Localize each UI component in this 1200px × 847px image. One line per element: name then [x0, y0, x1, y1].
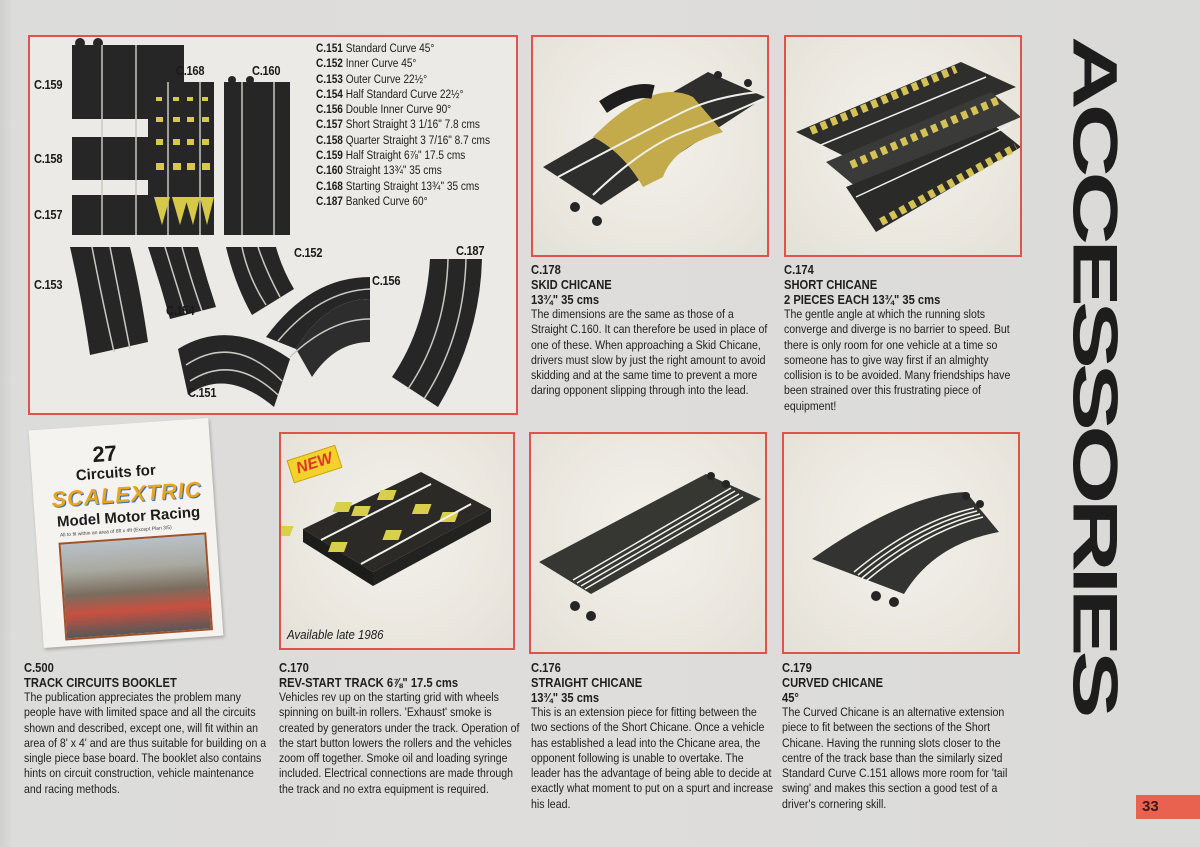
page-number: 33 [1136, 795, 1200, 819]
parts-list-item: C.153 Outer Curve 22½° [316, 71, 428, 86]
product-code: C.178 [531, 262, 561, 277]
rev-start-track-illustration [281, 472, 491, 586]
parts-list: C.151 Standard Curve 45° C.152 Inner Cur… [316, 41, 516, 209]
label-c160: C.160 [252, 63, 281, 78]
product-description: The Curved Chicane is an alternative ext… [782, 705, 1008, 811]
parts-list-item: C.156 Double Inner Curve 90° [316, 102, 452, 117]
label-c152: C.152 [294, 245, 323, 260]
product-code: C.179 [782, 660, 812, 675]
parts-list-item: C.151 Standard Curve 45° [316, 41, 435, 55]
product-code: C.170 [279, 660, 309, 675]
track-circuits-booklet-cover: 27 Circuits for SCALEXTRIC Model Motor R… [28, 417, 224, 649]
product-size: 2 PIECES EACH 13¾" 35 cms [784, 292, 941, 307]
product-description: The publication appreciates the problem … [24, 690, 267, 796]
product-size: 45° [782, 690, 799, 705]
rev-start-track-photo: NEW Available late 1986 [279, 432, 515, 650]
parts-list-item: C.154 Half Standard Curve 22½° [316, 86, 464, 101]
product-c179: C.179 CURVED CHICANE 45° The Curved Chic… [782, 660, 1026, 812]
label-c168: C.168 [176, 63, 205, 78]
parts-list-item: C.168 Starting Straight 13¾" 35 cms [316, 178, 480, 193]
straight-chicane-photo [529, 432, 767, 654]
parts-list-item: C.158 Quarter Straight 3 7/16" 8.7 cms [316, 132, 490, 147]
label-c187: C.187 [456, 243, 485, 258]
parts-list-item: C.187 Banked Curve 60° [316, 193, 428, 208]
section-title-text: ACCESSORIES [1059, 36, 1131, 713]
curved-chicane-photo [782, 432, 1020, 654]
track-pieces-illustration [70, 38, 482, 407]
label-c158: C.158 [34, 151, 63, 166]
straight-chicane-illustration [539, 472, 761, 621]
product-code: C.174 [784, 262, 814, 277]
skid-chicane-photo [531, 35, 769, 257]
skid-chicane-illustration [543, 71, 765, 226]
parts-list-item: C.157 Short Straight 3 1/16" 7.8 cms [316, 117, 480, 132]
product-title: REV-START TRACK 6⅞" 17.5 cms [279, 675, 459, 690]
product-title: STRAIGHT CHICANE [531, 675, 643, 690]
product-code: C.176 [531, 660, 561, 675]
product-code: C.500 [24, 660, 54, 675]
short-chicane-photo [784, 35, 1022, 257]
product-size: 13¾" 35 cms [531, 690, 600, 705]
parts-list-item: C.152 Inner Curve 45° [316, 56, 417, 71]
product-c178: C.178 SKID CHICANE 13¾" 35 cms The dimen… [531, 262, 773, 399]
label-c156: C.156 [372, 273, 401, 288]
product-c500: C.500 TRACK CIRCUITS BOOKLET The publica… [24, 660, 270, 797]
product-title: CURVED CHICANE [782, 675, 884, 690]
short-chicane-illustration [796, 62, 1020, 232]
product-size: 13¾" 35 cms [531, 292, 600, 307]
product-description: This is an extension piece for fitting b… [531, 705, 774, 811]
product-description: Vehicles rev up on the starting grid wit… [279, 690, 520, 796]
product-c176: C.176 STRAIGHT CHICANE 13¾" 35 cms This … [531, 660, 775, 812]
label-c154: C.154 [166, 303, 195, 318]
track-pieces-diagram: C.159 C.158 C.157 C.168 C.160 C.153 C.15… [28, 35, 518, 415]
product-title: SKID CHICANE [531, 277, 612, 292]
product-title: SHORT CHICANE [784, 277, 878, 292]
label-c153: C.153 [34, 277, 63, 292]
label-c159: C.159 [34, 77, 63, 92]
availability-note: Available late 1986 [287, 627, 384, 642]
label-c151: C.151 [188, 385, 217, 400]
product-description: The gentle angle at which the running sl… [784, 307, 1011, 413]
parts-list-item: C.160 Straight 13¾" 35 cms [316, 163, 442, 178]
parts-list-item: C.159 Half Straight 6⅞" 17.5 cms [316, 148, 466, 163]
product-title: TRACK CIRCUITS BOOKLET [24, 675, 177, 690]
label-c157: C.157 [34, 207, 63, 222]
product-c170: C.170 REV-START TRACK 6⅞" 17.5 cms Vehic… [279, 660, 523, 797]
booklet-cover-photo [58, 532, 213, 641]
product-c174: C.174 SHORT CHICANE 2 PIECES EACH 13¾" 3… [784, 262, 1026, 414]
section-title: ACCESSORIES [1040, 36, 1131, 713]
curved-chicane-illustration [812, 492, 999, 607]
product-description: The dimensions are the same as those of … [531, 307, 768, 398]
